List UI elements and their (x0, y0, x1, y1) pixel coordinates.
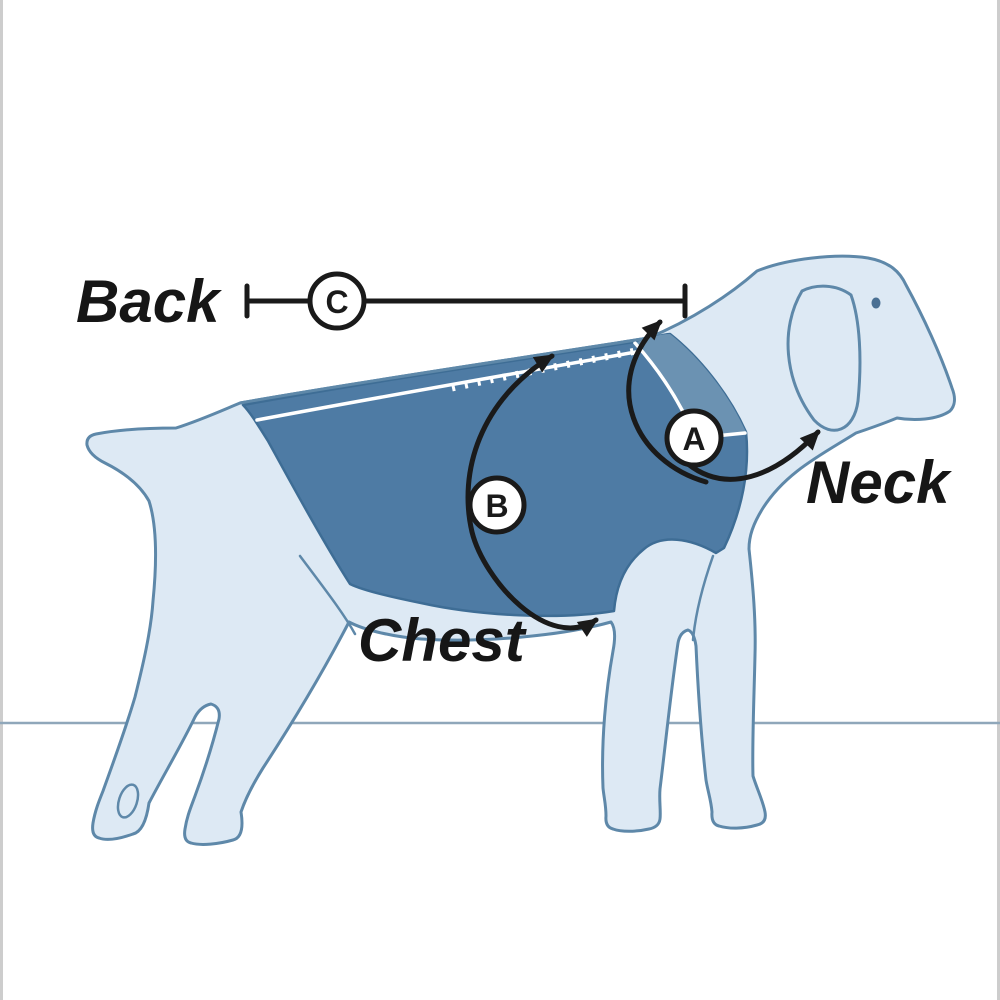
marker-circle-a (664, 408, 724, 468)
marker-letter-a: A (682, 421, 705, 457)
back-label: Back (76, 268, 222, 335)
coat-stitching-line (451, 346, 642, 392)
chest-wrap-arrow (465, 353, 599, 637)
chest-label: Chest (358, 607, 528, 674)
marker-letter-b: B (485, 488, 508, 524)
rear-paw-marking (116, 783, 140, 819)
dog-ear (786, 284, 862, 432)
neck-label: Neck (806, 449, 952, 516)
dog-eye (871, 297, 881, 309)
thigh-line (298, 554, 357, 636)
back-outline (239, 336, 649, 405)
left-edge-strip (0, 0, 3, 1000)
marker-circle-b (467, 475, 527, 535)
right-edge-strip (997, 0, 1000, 1000)
marker-letter-c: C (325, 284, 348, 320)
marker-circle-c (307, 271, 367, 331)
coat-collar (635, 334, 746, 438)
neck-pointer-arrow (685, 429, 821, 482)
shoulder-line (691, 554, 715, 642)
neck-wrap-arrow (626, 319, 709, 485)
